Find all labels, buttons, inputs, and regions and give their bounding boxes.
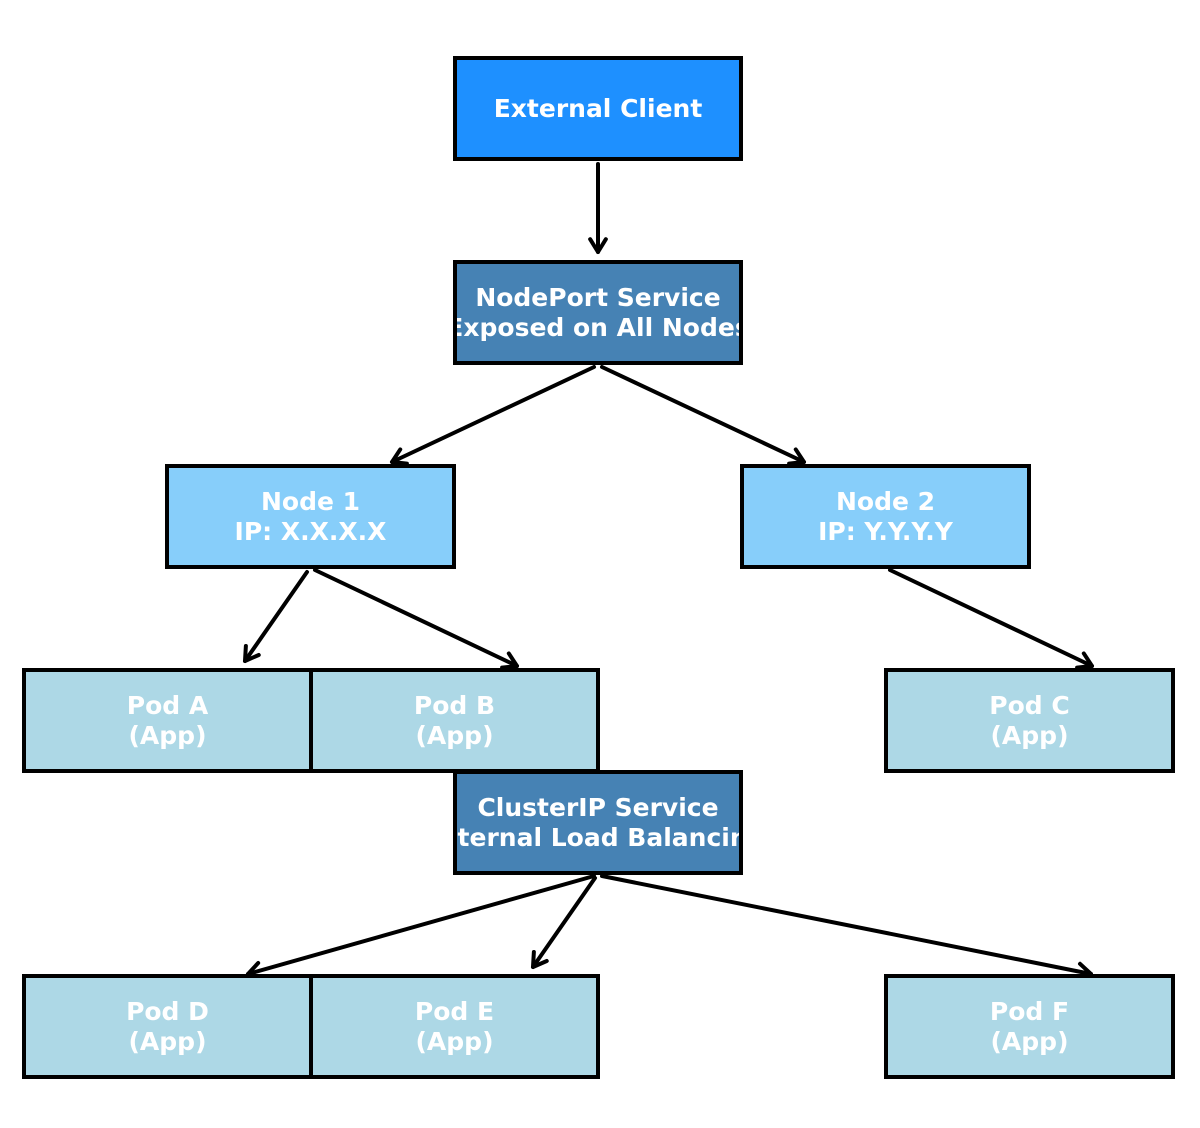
arrow-line xyxy=(888,568,1094,668)
arrow-node2-to-podc xyxy=(888,568,1094,670)
arrow-client-to-nodeport xyxy=(588,162,608,254)
arrow-head xyxy=(531,950,549,969)
pod-c-title: Pod C xyxy=(989,690,1070,720)
pod-c-box: Pod C (App) xyxy=(884,668,1175,773)
pod-b-title: Pod B xyxy=(413,690,496,720)
arrow-line xyxy=(531,876,597,969)
pod-e-subtitle: (App) xyxy=(415,1026,494,1056)
nodeport-service-title: NodePort Service xyxy=(475,282,721,312)
arrow-head xyxy=(1075,651,1094,670)
clusterip-service-subtitle: Internal Load Balancing xyxy=(457,822,739,852)
arrow-head xyxy=(243,644,261,663)
pod-d-box: Pod D (App) xyxy=(22,974,313,1079)
pod-d-title: Pod D xyxy=(126,996,209,1026)
pod-f-title: Pod F xyxy=(989,996,1070,1026)
arrow-nodeport-to-node2 xyxy=(600,365,806,466)
pod-f-box: Pod F (App) xyxy=(884,974,1175,1079)
pod-e-title: Pod E xyxy=(414,996,495,1026)
node-2-title: Node 2 xyxy=(835,486,936,516)
node-1-ip: IP: X.X.X.X xyxy=(234,516,387,546)
pod-d-subtitle: (App) xyxy=(128,1026,207,1056)
arrow-line xyxy=(246,874,596,976)
arrow-nodeport-to-node1 xyxy=(390,365,596,466)
pod-b-subtitle: (App) xyxy=(415,720,494,750)
pod-c-subtitle: (App) xyxy=(990,720,1069,750)
node-1-box: Node 1 IP: X.X.X.X xyxy=(165,464,456,569)
pod-a-box: Pod A (App) xyxy=(22,668,313,773)
arrow-head xyxy=(390,447,409,466)
arrow-cluster-to-pode xyxy=(531,876,597,969)
pod-b-box: Pod B (App) xyxy=(309,668,600,773)
arrow-line xyxy=(313,568,519,668)
clusterip-service-title: ClusterIP Service xyxy=(477,792,719,822)
arrow-cluster-to-podf xyxy=(600,874,1093,982)
arrow-head xyxy=(787,447,806,466)
arrow-head xyxy=(500,651,519,670)
pod-e-box: Pod E (App) xyxy=(309,974,600,1079)
pod-a-title: Pod A xyxy=(126,690,209,720)
arrow-head xyxy=(588,237,608,254)
arrow-line xyxy=(600,365,806,464)
nodeport-service-subtitle: Exposed on All Nodes xyxy=(453,312,743,342)
arrow-line xyxy=(600,874,1093,976)
arrow-node1-to-podb xyxy=(313,568,519,670)
node-2-ip: IP: Y.Y.Y.Y xyxy=(818,516,953,546)
external-client-box: External Client xyxy=(453,56,743,161)
arrow-line xyxy=(390,365,596,464)
arrow-node1-to-poda xyxy=(243,570,309,663)
node-2-box: Node 2 IP: Y.Y.Y.Y xyxy=(740,464,1031,569)
external-client-label: External Client xyxy=(493,93,703,123)
arrow-line xyxy=(243,570,309,663)
node-1-title: Node 1 xyxy=(260,486,361,516)
pod-a-subtitle: (App) xyxy=(128,720,207,750)
clusterip-service-box: ClusterIP Service Internal Load Balancin… xyxy=(453,770,743,875)
nodeport-service-box: NodePort Service Exposed on All Nodes xyxy=(453,260,743,365)
pod-f-subtitle: (App) xyxy=(990,1026,1069,1056)
